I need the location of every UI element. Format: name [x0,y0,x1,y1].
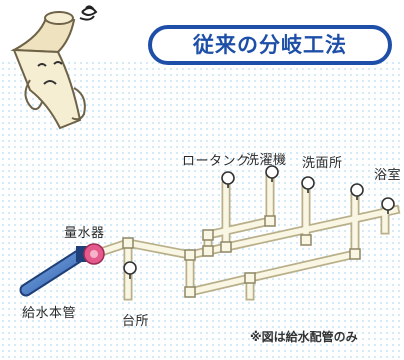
label-washing-machine: 洗濯機 [246,153,287,168]
title-banner [148,25,392,65]
faucet-bathroom [350,183,364,200]
main-supply-pipe [19,247,89,297]
faucet-washing-machine [265,165,279,182]
pipe-network [89,173,401,301]
label-low-tank: ロータンク [182,154,250,169]
faucet-washroom [301,176,315,193]
label-washroom: 洗面所 [302,156,343,171]
faucet-bathroom-2 [381,197,395,214]
label-water-meter: 量水器 [64,226,105,241]
scribble-icon [79,5,98,21]
label-bathroom: 浴室 [374,168,402,183]
label-kitchen: 台所 [122,314,150,329]
page-title: 従来の分岐工法 [193,33,347,57]
footnote: ※図は給水配管のみ [250,330,358,344]
faucet-kitchen [123,261,137,279]
pipe-character-icon [10,11,86,130]
water-meter-icon [76,243,105,265]
faucet-low-tank [221,171,235,188]
label-main-pipe: 給水本管 [22,306,77,321]
faucet-icon [123,165,395,279]
